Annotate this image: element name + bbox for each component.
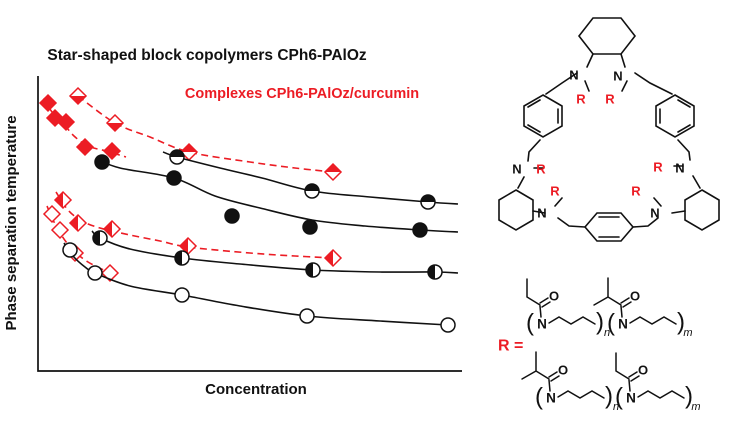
paren-close: ) (605, 383, 613, 410)
marker-complex-2 (38, 93, 58, 113)
paren-open: ( (607, 310, 615, 337)
nitrogen-atom-label: N (613, 69, 622, 84)
marker-complex-2 (75, 137, 95, 157)
nitrogen-atom-label: N (675, 161, 684, 176)
polymer-structure-1: (N)nO(N)mO (526, 277, 693, 339)
r-group-label: R (605, 92, 615, 107)
marker-complex-3 (68, 213, 88, 233)
r-group-label: R (653, 160, 663, 175)
marker-copolymer-4 (62, 242, 78, 258)
phase-separation-chart: Star-shaped block copolymers CPh6-PAlOz … (3, 47, 462, 398)
plot-series-layer (38, 86, 459, 333)
paren-close: ) (677, 309, 685, 336)
axes-lines (37, 76, 462, 372)
block-subscript: n (604, 327, 610, 339)
marker-complex-top (68, 86, 88, 106)
marker-complex-top (105, 113, 125, 133)
block-subscript: n (613, 401, 619, 413)
polymer-bonds (628, 379, 631, 392)
nitrogen-atom-label: N (512, 162, 521, 177)
marker-copolymer-2 (412, 222, 428, 238)
y-axis-label: Phase separation temperature (3, 115, 20, 330)
marker-copolymer-3 (427, 264, 443, 280)
polymer-bonds (628, 371, 640, 382)
polymer-bonds (548, 379, 551, 392)
polymer-bonds (620, 297, 632, 308)
r-group-label: R (576, 92, 586, 107)
oxygen-atom-label: O (638, 363, 648, 378)
r-group-label: R (550, 184, 560, 199)
oxygen-atom-label: O (558, 363, 568, 378)
block-subscript: m (683, 327, 692, 339)
block-subscript: m (691, 401, 700, 413)
polymer-bonds (637, 390, 685, 399)
marker-copolymer-4 (174, 287, 190, 303)
marker-copolymer-2 (224, 208, 240, 224)
polymer-bonds (526, 278, 541, 306)
marker-complex-3 (102, 219, 122, 239)
marker-copolymer-2 (94, 154, 110, 170)
nitrogen-atom-label: N (537, 206, 546, 221)
nitrogen-atom-label: N (546, 391, 556, 406)
polymer-bonds (615, 352, 630, 380)
marker-copolymer-2 (302, 219, 318, 235)
marker-complex-3 (53, 190, 73, 210)
macrocycle-bonds (498, 17, 720, 242)
polymer-bonds (629, 316, 677, 325)
marker-complex-2 (102, 141, 122, 161)
polymer-bonds (593, 277, 622, 306)
curve-complex-3 (55, 191, 334, 259)
complexes-annotation: Complexes CPh6-PAlOz/curcumin (185, 86, 419, 102)
polymer-bonds (557, 390, 605, 399)
polymer-bonds (539, 305, 542, 318)
polymer-structures: (N)nO(N)mO(N)nO(N)mO (521, 277, 701, 413)
marker-complex-4 (42, 204, 62, 224)
marker-complex-3 (323, 248, 343, 268)
marker-copolymer-3 (92, 230, 108, 246)
paren-open: ( (615, 384, 623, 411)
curve-copolymer-4 (63, 242, 449, 326)
paren-close: ) (596, 309, 604, 336)
marker-copolymer-4 (299, 308, 315, 324)
paren-close: ) (685, 383, 693, 410)
marker-copolymer-4 (440, 317, 456, 333)
polymer-bonds (620, 305, 623, 318)
polymer-bonds (521, 351, 550, 380)
marker-copolymer-1 (169, 149, 185, 165)
oxygen-atom-label: O (630, 289, 640, 304)
marker-complex-4 (50, 220, 70, 240)
r-group-label: R (631, 184, 641, 199)
curve-copolymer-3 (91, 230, 459, 274)
nitrogen-atom-label: N (618, 317, 628, 332)
nitrogen-atom-label: N (537, 317, 547, 332)
polymer-bonds (539, 297, 551, 308)
r-equals-label: R = (498, 338, 523, 355)
r-group-label: R (536, 162, 546, 177)
polymer-structure-2: (N)nO(N)mO (521, 351, 701, 413)
nitrogen-atom-label: N (626, 391, 636, 406)
marker-copolymer-2 (166, 170, 182, 186)
curve-copolymer-2 (95, 158, 459, 233)
paren-open: ( (526, 310, 534, 337)
marker-copolymer-4 (87, 265, 103, 281)
marker-copolymer-1 (304, 183, 320, 199)
paren-open: ( (535, 384, 543, 411)
nitrogen-atom-label: N (650, 206, 659, 221)
chart-title: Star-shaped block copolymers CPh6-PAlOz (47, 47, 367, 64)
marker-copolymer-3 (174, 250, 190, 266)
x-axis-label: Concentration (205, 381, 307, 398)
marker-complex-top (323, 162, 343, 182)
oxygen-atom-label: O (549, 289, 559, 304)
marker-complex-2 (56, 112, 76, 132)
marker-copolymer-3 (305, 262, 321, 278)
nitrogen-atom-label: N (569, 68, 578, 83)
polymer-bonds (548, 371, 560, 382)
polymer-bonds (548, 316, 596, 325)
curve-complex-top (77, 95, 334, 173)
marker-copolymer-1 (420, 194, 436, 210)
